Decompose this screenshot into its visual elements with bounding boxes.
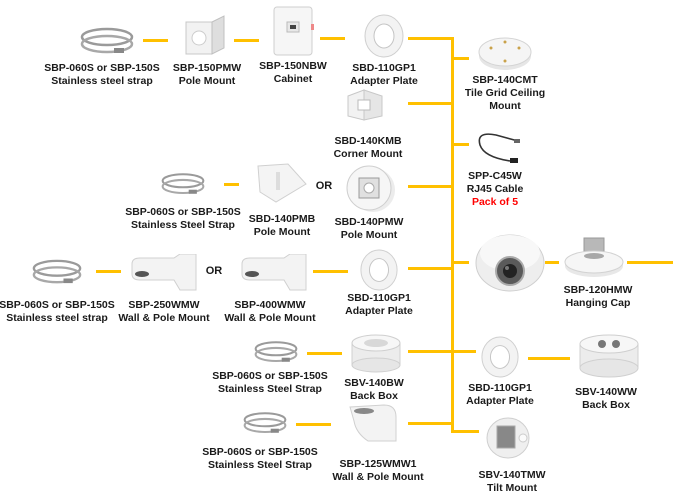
steel-strap-icon [80, 26, 134, 56]
corner-mount-icon [344, 88, 386, 124]
wall-mount-icon [348, 403, 400, 443]
or-label: OR [315, 180, 333, 192]
adapter-plate-icon [480, 336, 520, 378]
connector-line [313, 270, 348, 273]
connector-line [528, 357, 570, 360]
connector-line [224, 183, 239, 186]
connector-line [408, 102, 454, 105]
pole-mount-icon [182, 12, 228, 58]
connector-line [545, 261, 559, 264]
adapter-plate-icon [359, 249, 399, 291]
wall-mount-icon [240, 254, 308, 294]
connector-line [451, 261, 469, 264]
connector-line [627, 261, 673, 264]
tilt-mount-icon [485, 414, 531, 460]
cable-icon [470, 131, 526, 167]
pole-mount-plate-icon [254, 162, 310, 206]
steel-strap-icon [161, 171, 205, 197]
steel-strap-icon [32, 258, 82, 286]
hanging-cap-icon [563, 236, 625, 280]
connector-line [408, 267, 454, 270]
pole-mount-box-icon [345, 164, 397, 214]
connector-line [296, 423, 331, 426]
cabinet-icon [271, 4, 315, 58]
connector-line [451, 57, 469, 60]
back-box-icon [350, 333, 402, 373]
back-box-icon [578, 332, 640, 380]
connector-line [234, 39, 259, 42]
connector-line [451, 350, 476, 353]
steel-strap-icon [254, 339, 298, 365]
connector-line [408, 185, 454, 188]
connector-line [96, 270, 121, 273]
wall-mount-icon [130, 254, 198, 294]
connector-line [408, 422, 454, 425]
connector-line [320, 37, 345, 40]
steel-strap-icon [243, 410, 287, 436]
connector-line [451, 143, 469, 146]
connector-line [143, 39, 168, 42]
pack-note: Pack of 5 [471, 196, 519, 208]
ceiling-mount-icon [477, 34, 533, 72]
connector-line [408, 350, 454, 353]
connector-line [307, 352, 342, 355]
adapter-plate-icon [363, 14, 405, 58]
dome-camera-icon [474, 231, 546, 293]
connector-line [408, 37, 454, 40]
connector-line [451, 430, 479, 433]
main-bus-line [451, 38, 454, 431]
or-label: OR [205, 265, 223, 277]
